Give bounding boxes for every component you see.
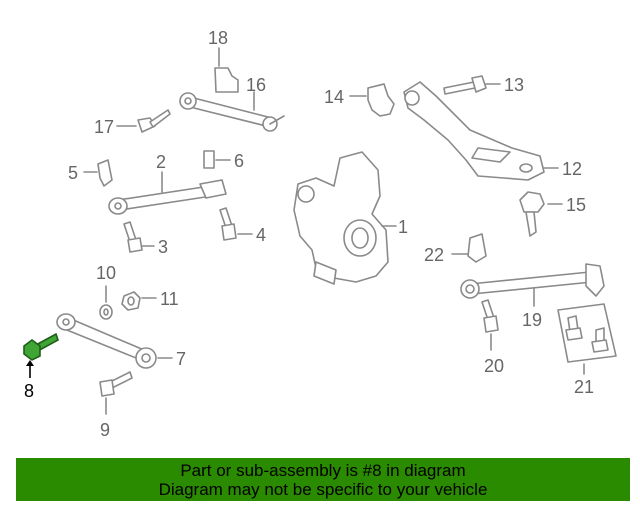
part-20-bolt[interactable] [481, 299, 499, 351]
part-15-ball-joint[interactable] [519, 191, 563, 237]
callout-10[interactable]: 10 [96, 263, 116, 283]
callout-4[interactable]: 4 [256, 225, 266, 245]
callout-2[interactable]: 2 [156, 152, 166, 172]
callout-16[interactable]: 16 [246, 75, 266, 95]
callout-22[interactable]: 22 [424, 245, 444, 265]
part-12-lower-arm[interactable] [403, 81, 559, 181]
callout-7[interactable]: 7 [176, 349, 186, 369]
part-11-nut[interactable] [121, 291, 157, 311]
callout-6[interactable]: 6 [234, 151, 244, 171]
callout-5[interactable]: 5 [68, 163, 78, 183]
part-18-bracket[interactable] [214, 47, 239, 93]
part-8-bolt-highlighted[interactable] [23, 332, 59, 378]
callout-14[interactable]: 14 [324, 87, 344, 107]
banner-line-2: Diagram may not be specific to your vehi… [158, 480, 488, 499]
part-19-toe-link[interactable] [460, 263, 605, 307]
part-7-link[interactable] [56, 313, 173, 369]
callout-12[interactable]: 12 [562, 159, 582, 179]
part-16-upper-arm[interactable] [179, 91, 285, 132]
callout-11[interactable]: 11 [160, 289, 179, 309]
part-13-bolt[interactable] [443, 75, 501, 95]
part-22-bushing[interactable] [451, 233, 487, 263]
part-21-bolt-set[interactable] [557, 303, 617, 375]
callout-21[interactable]: 21 [574, 377, 594, 397]
callout-3[interactable]: 3 [158, 237, 168, 257]
part-9-bolt[interactable] [99, 371, 133, 415]
callout-8[interactable]: 8 [24, 381, 34, 401]
part-10-washer[interactable] [99, 285, 113, 320]
banner-line-1: Part or sub-assembly is #8 in diagram [180, 461, 466, 480]
part-4-bolt[interactable] [219, 207, 253, 241]
callout-19[interactable]: 19 [522, 310, 542, 330]
parts-diagram: 18 16 17 5 6 2 3 4 [23, 28, 617, 440]
callout-18[interactable]: 18 [208, 28, 228, 48]
part-5-bushing[interactable] [83, 159, 113, 187]
callout-15[interactable]: 15 [566, 195, 586, 215]
callout-20[interactable]: 20 [484, 356, 504, 376]
part-6-bushing[interactable] [203, 150, 231, 169]
part-2-lateral-link[interactable] [108, 171, 227, 215]
info-banner: Part or sub-assembly is #8 in diagram Di… [16, 458, 630, 501]
part-3-bolt[interactable] [123, 221, 155, 253]
part-14-bushing[interactable] [349, 83, 395, 117]
callout-17[interactable]: 17 [94, 117, 114, 137]
callout-1[interactable]: 1 [398, 217, 408, 237]
part-17-bolt[interactable] [116, 109, 171, 133]
callout-9[interactable]: 9 [100, 420, 110, 440]
part-1-knuckle[interactable] [293, 151, 397, 285]
callout-13[interactable]: 13 [504, 75, 524, 95]
